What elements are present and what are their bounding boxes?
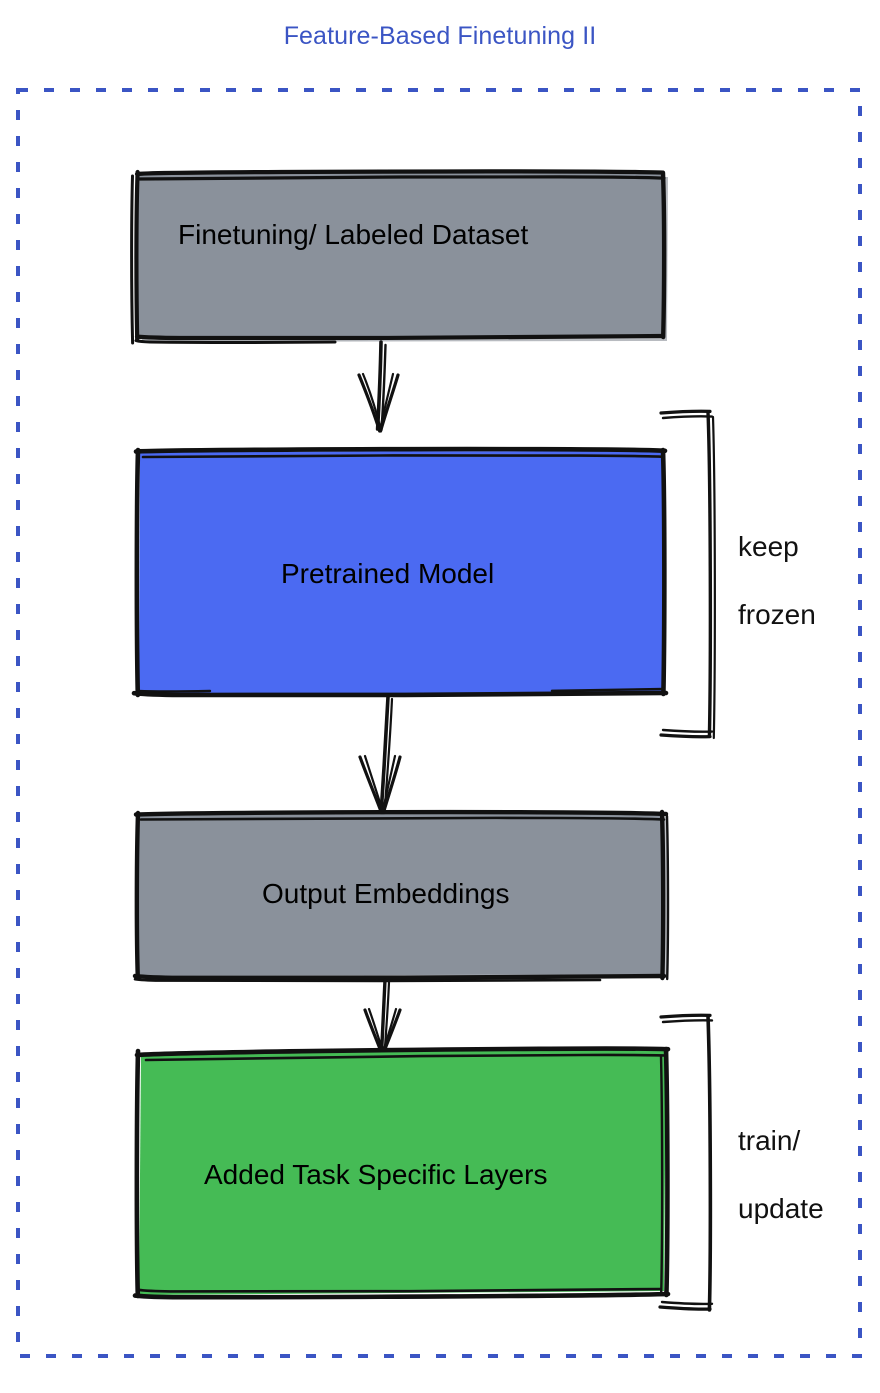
node-finetuning-dataset-outline: [134, 169, 666, 177]
node-pretrained-model-outline-right: [660, 447, 667, 697]
node-pretrained-model-outline-bottom: [131, 690, 669, 698]
node-pretrained-model-fill: [139, 451, 663, 694]
node-finetuning-dataset-outline-left: [134, 169, 140, 343]
edge-model-to-embeddings-arrowhead-right: [381, 755, 402, 816]
edge-model-to-embeddings-arrowhead-right2: [381, 754, 397, 815]
node-added-task-specific-layers-outline-bottom2: [136, 1287, 662, 1293]
node-added-task-specific-layers[interactable]: [132, 1046, 671, 1300]
edge-dataset-to-model-arrowhead-left2: [361, 372, 383, 432]
node-pretrained-model-outline-left: [134, 447, 141, 698]
edge-model-to-embeddings-arrowhead-left2: [363, 754, 385, 815]
bracket-keep-frozen-bottom: [659, 733, 712, 739]
node-label-added-task-specific-layers: Added Task Specific Layers: [204, 1159, 548, 1190]
node-label-pretrained-model: Pretrained Model: [281, 558, 495, 589]
node-pretrained-model-outline-bottom2: [550, 687, 666, 692]
edge-model-to-embeddings-arrowhead-left: [358, 755, 384, 816]
annotation-keep-frozen-line2: frozen: [738, 599, 816, 631]
node-added-task-specific-layers-outline-right: [663, 1046, 670, 1298]
bracket-train-update: [658, 1013, 714, 1312]
node-output-embeddings-outline-left: [134, 810, 141, 981]
outer-dashed-frame: [16, 88, 862, 1358]
edge-model-to-embeddings: [358, 695, 402, 816]
bracket-train-update-stem: [706, 1014, 713, 1312]
edge-dataset-to-model-arrowhead-left: [357, 373, 382, 433]
annotation-train-update-line1: train/: [738, 1125, 801, 1157]
node-output-embeddings-outline-bottom: [132, 973, 667, 981]
bracket-keep-frozen-stem: [706, 410, 713, 738]
node-pretrained-model-outline-top: [133, 446, 668, 454]
bracket-keep-frozen-top: [659, 409, 712, 415]
node-added-task-specific-layers-outline-top: [134, 1046, 671, 1058]
edge-dataset-to-model-arrowhead-right: [379, 373, 400, 433]
bracket-train-update-top2: [661, 1019, 714, 1024]
bracket-keep-frozen: [659, 409, 716, 740]
node-added-task-specific-layers-outline-bottom: [132, 1291, 671, 1300]
node-finetuning-dataset-outline-bottom2: [134, 339, 337, 344]
annotation-keep-frozen: keep frozen: [738, 496, 816, 667]
node-pretrained-model-outline-top2: [141, 454, 666, 459]
bracket-train-update-top: [659, 1013, 712, 1019]
node-finetuning-dataset-outline-left2: [130, 174, 135, 345]
edge-dataset-to-model: [357, 340, 400, 433]
bracket-keep-frozen-top2: [661, 415, 714, 420]
annotation-keep-frozen-line1: keep: [738, 531, 799, 563]
edge-dataset-to-model-arrowhead-right2: [378, 372, 395, 432]
node-output-embeddings-outline-top2: [139, 816, 666, 821]
node-finetuning-dataset-outline-bottom: [134, 333, 666, 341]
bracket-keep-frozen-stem2: [711, 415, 716, 740]
bracket-keep-frozen-bottom2: [661, 728, 714, 733]
annotation-train-update: train/ update: [738, 1090, 824, 1261]
edge-embeddings-to-layers-arrowhead-left: [363, 1008, 384, 1056]
edge-embeddings-to-layers: [363, 978, 402, 1056]
node-finetuning-dataset-outline2: [138, 175, 666, 181]
node-added-task-specific-layers-outline-left: [134, 1048, 141, 1299]
edge-model-to-embeddings-line: [379, 695, 390, 814]
node-added-task-specific-layers-outline-top2: [144, 1053, 667, 1062]
bracket-train-update-bottom2: [660, 1300, 714, 1306]
node-output-embeddings-fill: [138, 813, 663, 976]
node-finetuning-dataset-fill: [137, 172, 663, 337]
node-output-embeddings-outline-bottom2: [133, 977, 602, 983]
node-added-task-specific-layers-outline-right2: [659, 1054, 664, 1296]
node-label-output-embeddings: Output Embeddings: [262, 878, 510, 909]
annotation-train-update-line2: update: [738, 1193, 824, 1225]
page-title: Feature-Based Finetuning II: [283, 22, 597, 50]
node-output-embeddings-outline-right: [659, 809, 666, 981]
node-finetuning-dataset-outline-right: [660, 170, 667, 340]
node-pretrained-model[interactable]: [131, 446, 669, 698]
node-output-embeddings[interactable]: [132, 809, 670, 983]
node-finetuning-dataset[interactable]: [130, 169, 668, 345]
node-output-embeddings-outline-top: [133, 809, 669, 817]
node-added-task-specific-layers-fill: [139, 1048, 666, 1295]
bracket-train-update-bottom: [658, 1305, 712, 1311]
node-label-finetuning-dataset: Finetuning/ Labeled Dataset: [178, 219, 529, 250]
node-output-embeddings-outline-right2: [665, 814, 670, 981]
